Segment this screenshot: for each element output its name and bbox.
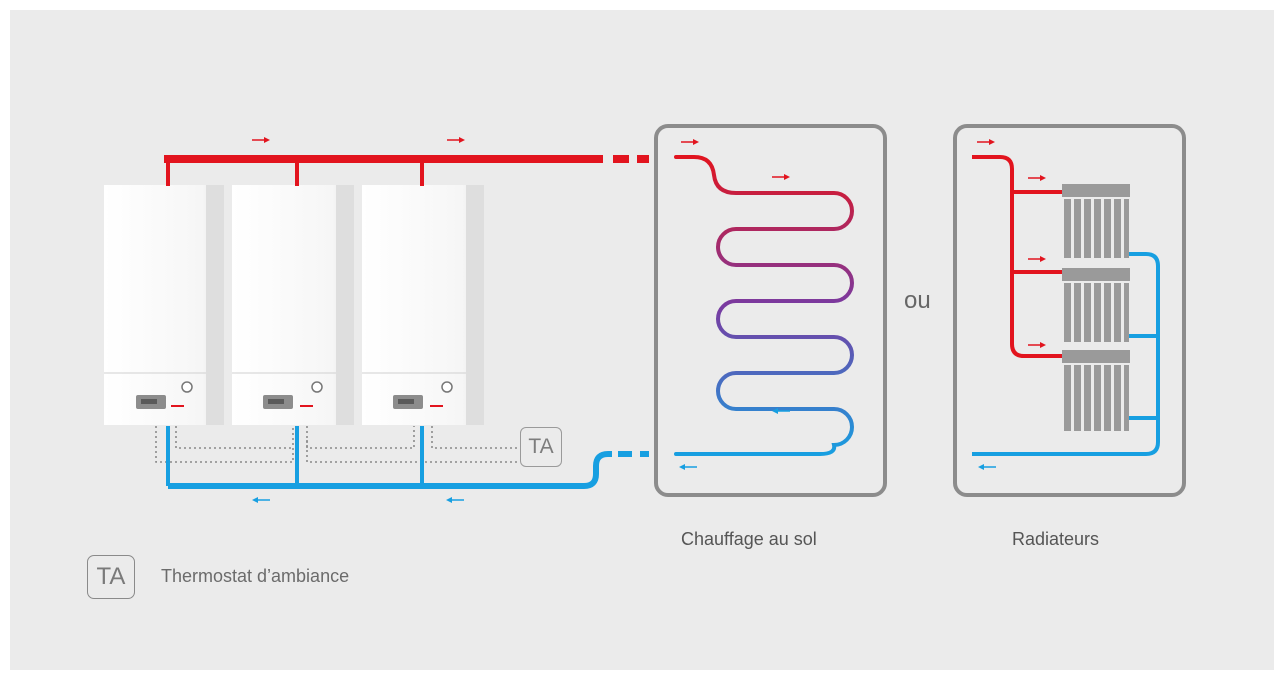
arrow-right-icon <box>681 139 699 145</box>
boiler-logo <box>171 405 184 407</box>
arrow-right-icon <box>1028 175 1046 181</box>
thermostat-wiring <box>155 426 520 463</box>
floor-heating-panel <box>654 124 887 497</box>
boiler-knob <box>181 381 193 393</box>
radiator-1 <box>1062 184 1130 258</box>
supply-line <box>164 155 649 186</box>
thermostat-box: TA <box>520 427 562 467</box>
boiler-side <box>206 185 224 425</box>
radiator-3 <box>1062 350 1130 431</box>
flow-arrows-main <box>252 137 465 503</box>
arrow-left-icon <box>772 408 790 414</box>
radiator-2 <box>1062 268 1130 342</box>
floor-heating-coil <box>674 155 854 456</box>
boiler-logo <box>300 405 313 407</box>
boiler-knob <box>441 381 453 393</box>
arrow-right-icon <box>1028 256 1046 262</box>
panel-frame <box>654 124 887 497</box>
radiators-panel <box>953 124 1186 497</box>
or-word: ou <box>904 287 931 314</box>
legend-thermostat-box: TA <box>87 555 135 599</box>
arrow-left-icon <box>978 464 996 470</box>
boiler-2 <box>232 185 354 425</box>
arrow-left-icon <box>679 464 697 470</box>
arrow-right-icon <box>252 137 270 143</box>
arrow-left-icon <box>446 497 464 503</box>
panel-frame <box>953 124 1186 497</box>
floor-heating-caption: Chauffage au sol <box>681 529 817 549</box>
boiler-3 <box>362 185 484 425</box>
arrow-left-icon <box>252 497 270 503</box>
boiler-side <box>466 185 484 425</box>
return-line <box>166 426 649 489</box>
boiler-knob <box>311 381 323 393</box>
arrow-right-icon <box>447 137 465 143</box>
legend-thermostat-text: Thermostat d’ambiance <box>161 566 350 586</box>
radiators-caption: Radiateurs <box>1012 529 1100 549</box>
boiler-logo <box>430 405 443 407</box>
boiler-1 <box>104 185 224 425</box>
boiler-side <box>336 185 354 425</box>
arrow-right-icon <box>1028 342 1046 348</box>
arrow-right-icon <box>772 174 790 180</box>
arrow-right-icon <box>977 139 995 145</box>
